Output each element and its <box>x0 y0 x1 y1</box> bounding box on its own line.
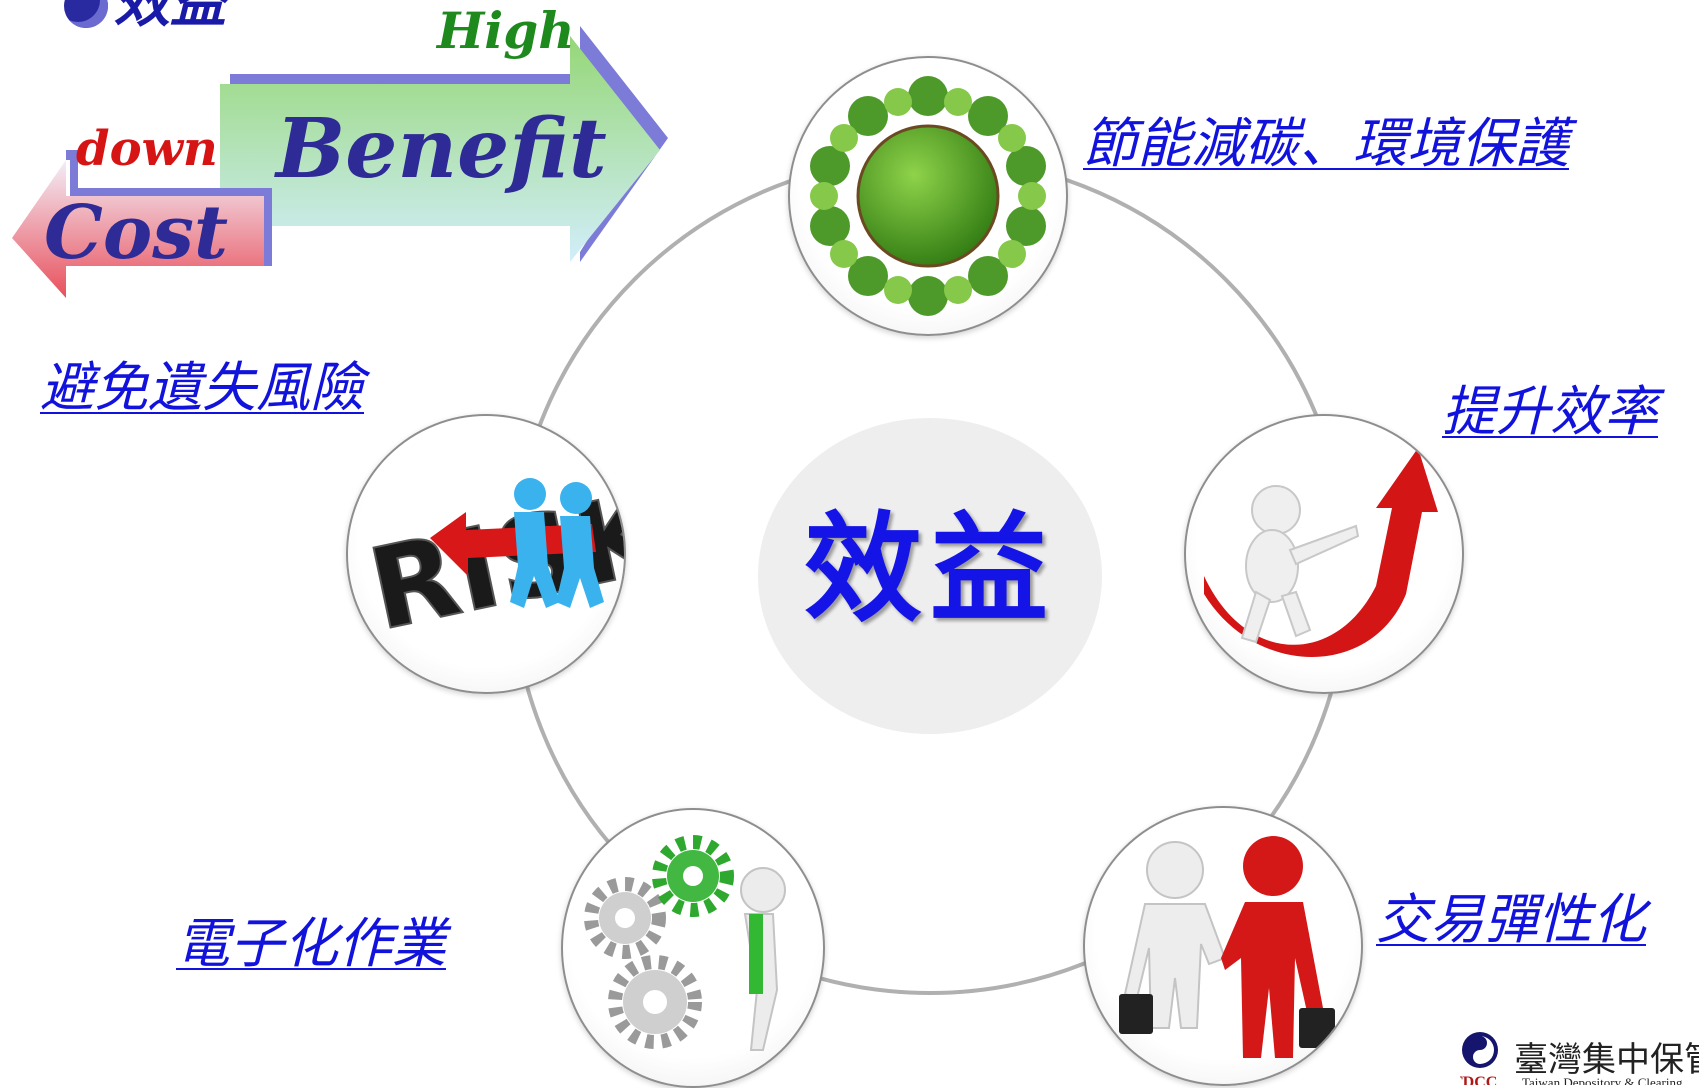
logo-abbr: TDCC <box>1460 1074 1498 1085</box>
cost-arrow <box>12 160 264 298</box>
high-label: High <box>437 1 575 60</box>
benefit-arrow <box>220 36 660 262</box>
earth-photo <box>788 56 1068 336</box>
benefit-label-efficiency[interactable]: 提升效率 <box>1442 380 1658 443</box>
benefit-label-flexibility[interactable]: 交易彈性化 <box>1376 888 1646 951</box>
risk-photo: RISK <box>346 414 626 694</box>
tdcc-logo: 臺灣集中保管 TDCC Taiwan Depository & Clearing <box>1460 1030 1699 1085</box>
slide-title: 效益 <box>64 0 226 30</box>
handshake-photo <box>1083 806 1363 1086</box>
figure-riding-red-arrow-icon <box>1204 448 1438 657</box>
logo-subtitle: Taiwan Depository & Clearing <box>1522 1075 1683 1085</box>
gears-photo <box>561 808 825 1088</box>
cost-label: Cost <box>44 190 229 276</box>
slide-title-text: 效益 <box>114 0 226 35</box>
benefit-cost-arrows <box>12 26 668 298</box>
logo-name: 臺灣集中保管 <box>1514 1040 1699 1080</box>
center-disc <box>758 418 1102 734</box>
green-earth-with-trees-icon <box>810 76 1046 316</box>
center-label: 效益 <box>803 500 1056 638</box>
efficiency-photo <box>1184 414 1464 694</box>
tdcc-logo-icon <box>1462 1032 1498 1068</box>
handshake-icon <box>1119 836 1335 1058</box>
figure-with-gears-icon <box>584 835 786 1051</box>
benefit-label-risk[interactable]: 避免遺失風險 <box>40 356 364 419</box>
down-label: down <box>76 121 218 177</box>
benefit-label: Benefit <box>276 101 607 197</box>
risk-tug-of-war-icon: RISK <box>358 466 624 657</box>
benefit-label-energy[interactable]: 節能減碳、環境保護 <box>1083 112 1569 175</box>
benefit-label-electronic[interactable]: 電子化作業 <box>176 912 446 975</box>
